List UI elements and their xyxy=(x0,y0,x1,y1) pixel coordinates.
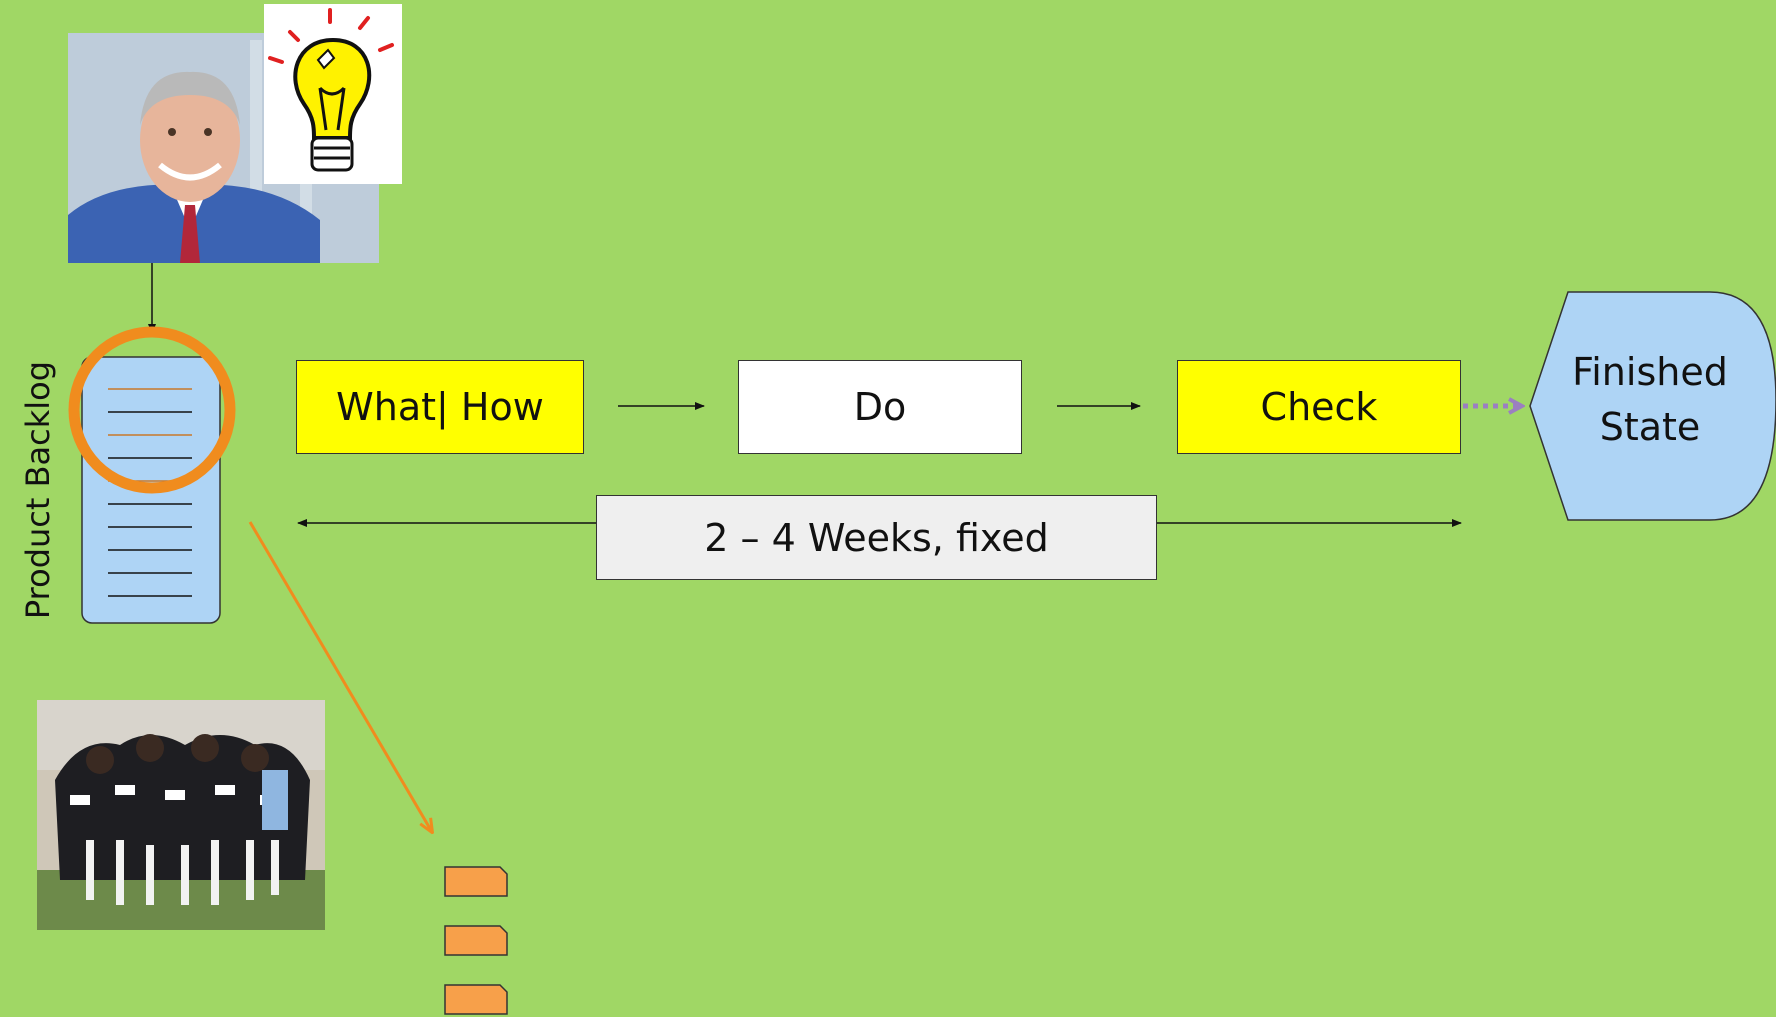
lightbulb-clipart xyxy=(264,4,402,184)
sprint-duration-box: 2 – 4 Weeks, fixed xyxy=(596,495,1157,580)
team-huddle-photo xyxy=(37,700,325,930)
finished-state-label: Finished State xyxy=(1572,349,1728,449)
task-card xyxy=(444,925,508,956)
task-card xyxy=(444,866,508,897)
sprint-task-cards xyxy=(444,866,508,1015)
sprint-selection-highlight xyxy=(68,326,236,494)
do-step: Do xyxy=(738,360,1022,454)
task-card xyxy=(444,984,508,1015)
selection-arrow xyxy=(248,521,432,832)
check-step: Check xyxy=(1177,360,1461,454)
product-backlog-label: Product Backlog xyxy=(19,360,57,620)
what-how-step: What| How xyxy=(296,360,584,454)
